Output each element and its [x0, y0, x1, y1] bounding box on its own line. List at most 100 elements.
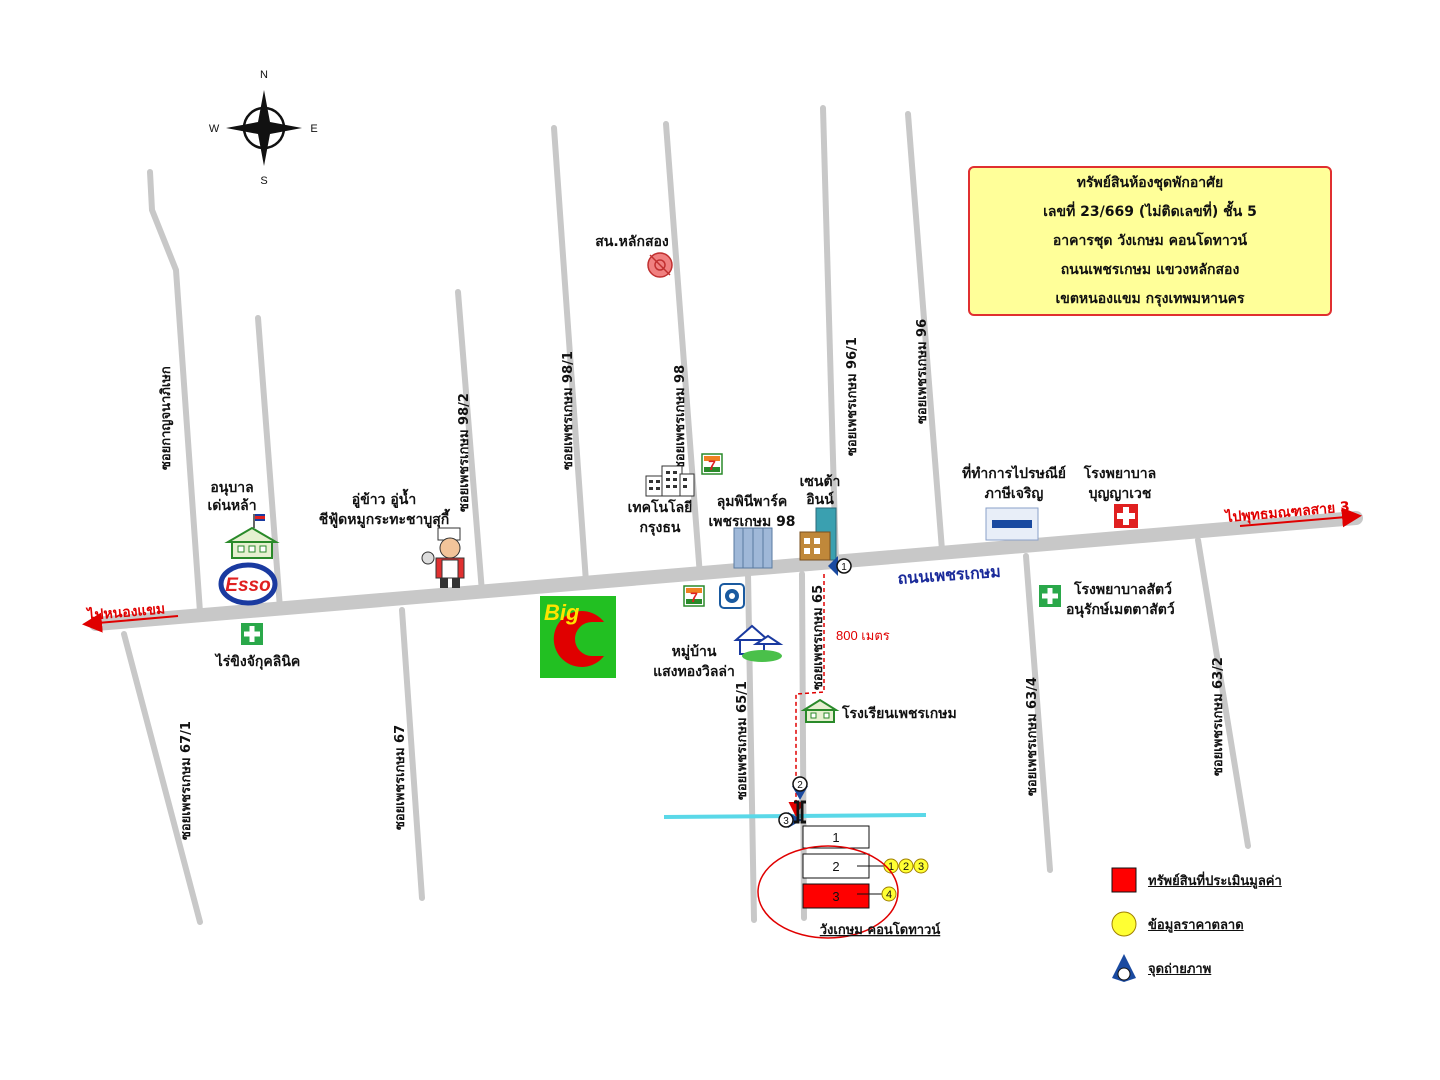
- road-soi-96: [905, 111, 945, 553]
- info-line-5: เขตหนองแขม กรุงเทพมหานคร: [1055, 290, 1245, 307]
- label-soi-96: ซอยเพชรเกษม 96: [915, 319, 930, 424]
- post-office-label-1: ที่ทำการไปรษณีย์: [962, 463, 1066, 482]
- esso-logo: Esso: [218, 562, 278, 606]
- label-soi-67: ซอยเพชรเกษม 67: [393, 725, 408, 830]
- legend-property-label: ทรัพย์สินที่ประเมินมูลค่า: [1148, 873, 1282, 889]
- gate-icon: [794, 800, 806, 824]
- info-line-1: ทรัพย์สินห้องชุดพักอาศัย: [1076, 174, 1224, 191]
- bank-icon: [719, 583, 745, 609]
- photo-point-2: 2: [792, 776, 808, 800]
- north-side-roads: [147, 105, 945, 615]
- building-1: [802, 825, 870, 849]
- office-building-icon: [645, 465, 695, 497]
- info-line-4: ถนนเพชรเกษม แขวงหลักสอง: [1060, 261, 1240, 278]
- market-marker-1: [883, 858, 899, 874]
- label-soi-98-1: ซอยเพชรเกษม 98/1: [561, 351, 576, 470]
- market-marker-2: [898, 858, 914, 874]
- photo-point-1: 1: [828, 556, 852, 576]
- post-office-icon: [985, 507, 1039, 541]
- info-line-2: เลขที่ 23/669 (ไม่ติดเลขที่) ชั้น 5: [1043, 203, 1257, 220]
- road-soi-98-1: [551, 125, 589, 585]
- village-label-2: แสงทองวิลล่า: [653, 664, 735, 680]
- compass-rose: N S E W: [209, 69, 318, 187]
- chef-icon: [421, 527, 465, 588]
- animal-hospital-label-2: อนุรักษ์เมตตาสัตว์: [1066, 601, 1175, 618]
- seven-eleven-south-text: 7: [690, 589, 698, 605]
- condo-buildings: 1 2 3: [802, 825, 884, 909]
- legend-photo-point-icon: [1112, 954, 1136, 982]
- subject-highlight-ellipse: [757, 845, 899, 939]
- label-soi-65-1: ซอยเพชรเกษม 65/1: [735, 681, 750, 800]
- road-soi-67-1: [121, 631, 203, 925]
- central-inn-label-2: อินน์: [806, 491, 835, 508]
- legend-photo-row: จุดถ่ายภาพ: [1110, 952, 1211, 984]
- photo-point-3: 3: [778, 812, 802, 828]
- south-side-roads: [121, 537, 1251, 925]
- hospital-label-1: โรงพยาบาล: [1083, 464, 1157, 482]
- road-kindergarten-soi: [255, 315, 283, 611]
- tech-college-label-1: เทคโนโลยี: [628, 498, 693, 516]
- market-data-markers: 1 2 3 4: [881, 858, 929, 902]
- legend-yellow-circle-icon: [1111, 911, 1137, 937]
- building-2: [802, 853, 870, 879]
- legend-property-row: ทรัพย์สินที่ประเมินมูลค่า: [1110, 866, 1282, 894]
- market-marker-4-num: 4: [886, 889, 892, 901]
- main-road-phetkasem: [89, 511, 1363, 631]
- clinic-cross-icon: [241, 623, 263, 645]
- road-soi-63-4: [1023, 553, 1053, 873]
- road-soi-98: [663, 121, 703, 579]
- esso-text: Esso: [225, 575, 270, 596]
- village-house-icon: [733, 624, 784, 662]
- label-soi-96-1: ซอยเพชรเกษม 96/1: [845, 337, 860, 456]
- hospital-label-2: บุญญาเวช: [1089, 486, 1152, 502]
- building-3-subject-property: [802, 883, 870, 909]
- legend-red-square-icon: [1111, 867, 1137, 893]
- lumpini-label-2: เพชรเกษม 98: [708, 514, 795, 530]
- arrow-to-phutthamonthon: [1239, 507, 1362, 528]
- route-path: [795, 574, 825, 812]
- school-house-icon: [224, 514, 280, 559]
- legend-photo-label: จุดถ่ายภาพ: [1148, 961, 1212, 977]
- compass-n: N: [260, 69, 268, 81]
- restaurant-label-2: ชีฟู้ดหมูกระทะชาบูสุกี้: [319, 508, 451, 528]
- school-label: โรงเรียนเพชรเกษม: [841, 704, 957, 722]
- central-inn-label-1: เซนต้า: [800, 474, 841, 490]
- police-station-label: สน.หลักสอง: [595, 234, 669, 250]
- road-soi-98-2: [455, 289, 485, 595]
- market-marker-4: [881, 886, 897, 902]
- photo-point-3-num: 3: [783, 816, 789, 827]
- market-marker-2-num: 2: [903, 861, 909, 873]
- seven-eleven-icon: 7: [701, 453, 723, 475]
- lumpini-label-1: ลุมพินีพาร์ค: [717, 493, 788, 510]
- restaurant-label-1: อู่ข้าว อู่น้ำ: [352, 488, 416, 508]
- hospital-cross-icon: [1114, 504, 1138, 528]
- compass-e: E: [310, 123, 317, 135]
- label-soi-98-2: ซอยเพชรเกษม 98/2: [457, 393, 472, 512]
- police-station-icon: [647, 252, 673, 278]
- hotel-building-icon: [799, 507, 837, 561]
- distance-label: 800 เมตร: [836, 628, 890, 643]
- label-kanchanaphisek: ซอยกาญจนาภิเษก: [159, 366, 174, 470]
- market-marker-3: [913, 858, 929, 874]
- condo-name-label: วังเกษม คอนโดทาวน์: [820, 921, 941, 938]
- road-soi-67: [399, 607, 425, 901]
- big-c-text: Big: [544, 600, 580, 625]
- seven-eleven-text: 7: [708, 457, 716, 473]
- compass-s: S: [260, 175, 267, 187]
- side-road-labels: ซอยกาญจนาภิเษก ซอยเพชรเกษม 98/2 ซอยเพชรเ…: [159, 319, 1226, 840]
- tech-college-label-2: กรุงธน: [640, 520, 681, 536]
- road-soi-96-1: [820, 105, 839, 567]
- animal-hospital-label-1: โรงพยาบาลสัตว์: [1073, 580, 1172, 598]
- label-soi-65: ซอยเพชรเกษม 65: [811, 585, 826, 690]
- seven-eleven-icon-south: 7: [683, 585, 705, 607]
- road-soi-63-2: [1195, 537, 1251, 849]
- info-line-3: อาคารชุด วังเกษม คอนโดทาวน์: [1052, 232, 1248, 249]
- village-label-1: หมู่บ้าน: [672, 644, 717, 660]
- legend-market-label: ข้อมูลราคาตลาด: [1148, 917, 1244, 933]
- photo-point-2-num: 2: [797, 780, 803, 791]
- photo-point-1-num: 1: [841, 562, 847, 573]
- clinic-label: ไร่ขิงจักุคลินิค: [214, 652, 301, 670]
- compass-w: W: [209, 123, 220, 135]
- label-soi-67-1: ซอยเพชรเกษม 67/1: [179, 721, 194, 840]
